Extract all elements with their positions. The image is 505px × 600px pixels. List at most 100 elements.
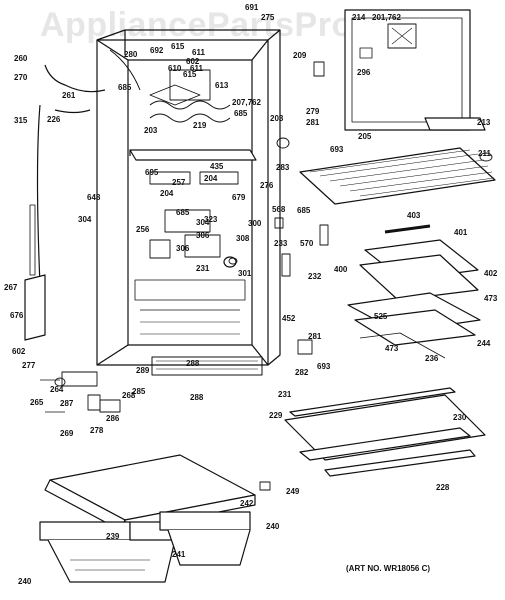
- callout-257: 257: [172, 178, 186, 187]
- callout-308: 308: [236, 234, 250, 243]
- callout-267: 267: [4, 283, 18, 292]
- callout-400: 400: [334, 265, 348, 274]
- callout-256: 256: [136, 225, 150, 234]
- callout-695: 695: [145, 168, 159, 177]
- callout-602: 602: [12, 347, 26, 356]
- callout-240: 240: [18, 577, 32, 586]
- wire-shelf: [299, 147, 496, 205]
- callout-613: 613: [215, 81, 229, 90]
- callout-403: 403: [407, 211, 421, 220]
- callout-602: 602: [186, 57, 200, 66]
- callout-300: 300: [248, 219, 262, 228]
- callout-693: 693: [317, 362, 331, 371]
- callout-207-762: 207,762: [232, 98, 261, 107]
- callout-228: 228: [436, 483, 450, 492]
- callout-249: 249: [286, 487, 300, 496]
- callout-679: 679: [232, 193, 246, 202]
- callout-570: 570: [300, 239, 314, 248]
- callout-278: 278: [90, 426, 104, 435]
- callout-401: 401: [454, 228, 468, 237]
- art-number: (ART NO. WR18056 C): [346, 564, 431, 573]
- callout-287: 287: [60, 399, 74, 408]
- callout-676: 676: [10, 311, 24, 320]
- callout-525: 525: [374, 312, 388, 321]
- callout-205: 205: [358, 132, 372, 141]
- callout-610: 610: [168, 64, 182, 73]
- callout-648: 648: [87, 193, 101, 202]
- callout-615: 615: [183, 70, 197, 79]
- callout-286: 286: [106, 414, 120, 423]
- callout-260: 260: [14, 54, 28, 63]
- callout-304: 304: [78, 215, 92, 224]
- callout-611: 611: [190, 64, 203, 73]
- callout-242: 242: [240, 499, 254, 508]
- callout-203: 203: [144, 126, 158, 135]
- callout-285: 285: [132, 387, 146, 396]
- callout-265: 265: [30, 398, 44, 407]
- callout-685: 685: [118, 83, 132, 92]
- tubing: [36, 49, 141, 286]
- callout-270: 270: [14, 73, 28, 82]
- callout-279: 279: [306, 107, 320, 116]
- callout-229: 229: [269, 411, 283, 420]
- callout-473: 473: [385, 344, 399, 353]
- callout-301: 301: [238, 269, 252, 278]
- callout-204: 204: [204, 174, 218, 183]
- callout-691: 691: [245, 3, 259, 12]
- callout-692: 692: [150, 46, 164, 55]
- callout-306: 306: [176, 244, 190, 253]
- callout-268: 268: [122, 391, 136, 400]
- callout-304: 304: [196, 218, 210, 227]
- callout-306: 306: [196, 231, 210, 240]
- callout-275: 275: [261, 13, 275, 22]
- callout-244: 244: [477, 339, 491, 348]
- callout-283: 283: [276, 163, 290, 172]
- small-parts: [40, 61, 493, 491]
- callout-213: 213: [477, 118, 491, 127]
- callout-219: 219: [193, 121, 207, 130]
- callout-282: 282: [295, 368, 309, 377]
- callout-323: 323: [204, 215, 218, 224]
- callout-473: 473: [484, 294, 498, 303]
- callout-685: 685: [234, 109, 248, 118]
- callout-568: 568: [272, 205, 286, 214]
- callout-289: 289: [136, 366, 150, 375]
- callout-241: 241: [172, 550, 186, 559]
- callout-232: 232: [308, 272, 322, 281]
- callout-280: 280: [124, 50, 138, 59]
- callout-288: 288: [186, 359, 200, 368]
- callout-230: 230: [453, 413, 467, 422]
- callout-201-762: 201,762: [372, 13, 401, 22]
- callout-452: 452: [282, 314, 296, 323]
- callout-685: 685: [176, 208, 190, 217]
- callout-233: 233: [274, 239, 288, 248]
- callout-264: 264: [50, 385, 64, 394]
- callout-693: 693: [330, 145, 344, 154]
- callout-226: 226: [47, 115, 61, 124]
- callout-231: 231: [278, 390, 292, 399]
- callout-685: 685: [297, 206, 311, 215]
- callout-203: 203: [270, 114, 284, 123]
- callout-214: 214: [352, 13, 366, 22]
- callout-615: 615: [171, 42, 185, 51]
- callout-277: 277: [22, 361, 36, 370]
- callout-281: 281: [308, 332, 322, 341]
- callout-209: 209: [293, 51, 307, 60]
- callout-288: 288: [190, 393, 204, 402]
- callout-435: 435: [210, 162, 224, 171]
- callout-211: 211: [478, 149, 491, 158]
- callout-204: 204: [160, 189, 174, 198]
- crisper-cover: [284, 387, 486, 477]
- callout-231: 231: [196, 264, 210, 273]
- crisper-drawers: [39, 511, 251, 583]
- callout-315: 315: [14, 116, 28, 125]
- callout-236: 236: [425, 354, 439, 363]
- glass-shelves: [347, 224, 481, 359]
- cabinet-body: [96, 29, 281, 376]
- callout-296: 296: [357, 68, 371, 77]
- callout-611: 611: [192, 48, 205, 57]
- callout-269: 269: [60, 429, 74, 438]
- callout-239: 239: [106, 532, 120, 541]
